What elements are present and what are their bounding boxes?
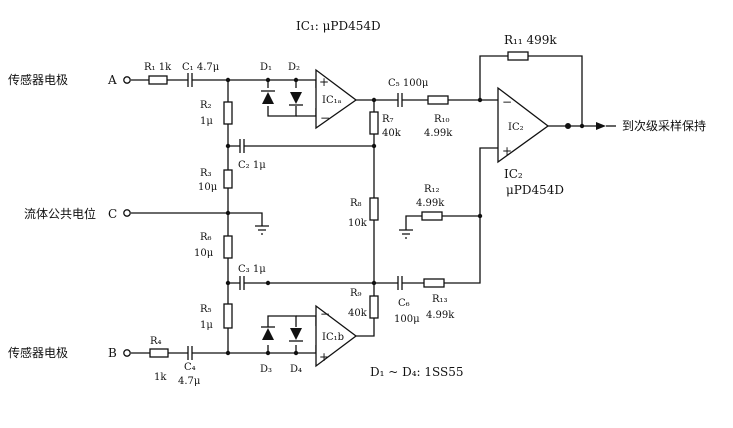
c6-label: C₆ bbox=[398, 298, 410, 309]
diode-d1 bbox=[261, 90, 275, 104]
r6-label: R₆ bbox=[200, 232, 212, 243]
capacitor-c4 bbox=[187, 346, 193, 360]
capacitor-c6 bbox=[397, 276, 403, 290]
capacitor-c1 bbox=[187, 73, 193, 87]
r8-label: R₈ bbox=[350, 198, 362, 209]
r9-label: R₉ bbox=[350, 288, 362, 299]
sensor-a-label: 传感器电极 bbox=[8, 72, 68, 87]
d4-label: D₄ bbox=[290, 364, 302, 375]
resistor-r8 bbox=[369, 197, 379, 221]
sensor-a-tag: A bbox=[107, 73, 117, 87]
r8-value: 10k bbox=[348, 218, 368, 229]
r9-value: 40k bbox=[348, 308, 368, 319]
resistor-r11 bbox=[507, 51, 529, 61]
resistor-r2 bbox=[223, 101, 233, 125]
ground-symbol-r12 bbox=[399, 229, 413, 239]
r13-value: 4.99k bbox=[426, 310, 455, 321]
diode-note: D₁ ~ D₄: 1SS55 bbox=[370, 365, 464, 379]
d3-label: D₃ bbox=[260, 364, 272, 375]
resistor-r13 bbox=[423, 278, 445, 288]
r2-value: 1μ bbox=[200, 116, 213, 127]
capacitor-c5 bbox=[397, 93, 403, 107]
diode-d4 bbox=[289, 328, 303, 342]
c6-value: 100μ bbox=[394, 314, 420, 325]
ic2-note-part: μPD454D bbox=[506, 183, 564, 197]
ic2-plus-sign: + bbox=[502, 144, 512, 158]
r12-label: R₁₂ bbox=[424, 184, 440, 195]
sensor-b-label: 传感器电极 bbox=[8, 345, 68, 360]
output-label: 到次级采样保持 bbox=[622, 118, 706, 133]
ic2-note-name: IC₂ bbox=[504, 167, 523, 181]
sensor-b-tag: B bbox=[108, 346, 117, 360]
junctions bbox=[225, 77, 585, 356]
r3-value: 10μ bbox=[198, 182, 218, 193]
r7-label: R₇ bbox=[382, 114, 394, 125]
d2-label: D₂ bbox=[288, 62, 300, 73]
ic1b-label: IC₁b bbox=[322, 332, 344, 343]
resistor-r6 bbox=[223, 235, 233, 259]
c5-label: C₅ 100μ bbox=[388, 78, 429, 89]
c4-label: C₄ bbox=[184, 362, 196, 373]
opamp-ic1a: + − bbox=[315, 68, 358, 130]
resistor-r4 bbox=[149, 348, 169, 358]
resistor-r7 bbox=[369, 111, 379, 135]
r10-value: 4.99k bbox=[424, 128, 453, 139]
r3-label: R₃ bbox=[200, 168, 212, 179]
r5-label: R₅ bbox=[200, 304, 212, 315]
r7-value: 40k bbox=[382, 128, 402, 139]
terminal-b bbox=[123, 349, 131, 357]
ic1a-label: IC₁ₐ bbox=[322, 95, 342, 106]
ic1a-minus-sign: − bbox=[320, 111, 330, 125]
c4-value: 4.7μ bbox=[178, 376, 201, 387]
resistor-r5 bbox=[223, 303, 233, 329]
diode-d2 bbox=[289, 92, 303, 106]
r5-value: 1μ bbox=[200, 320, 213, 331]
opamp-ic1b: − + bbox=[315, 304, 358, 368]
ic2-label: IC₂ bbox=[508, 122, 524, 133]
r13-label: R₁₃ bbox=[432, 294, 448, 305]
diode-d3 bbox=[261, 326, 275, 340]
resistor-r10 bbox=[427, 95, 449, 105]
r11-label: R₁₁ 499k bbox=[504, 33, 557, 47]
capacitor-c3 bbox=[239, 276, 245, 290]
ic1a-plus-sign: + bbox=[319, 75, 329, 89]
resistor-r3 bbox=[223, 169, 233, 189]
resistor-r1 bbox=[148, 75, 168, 85]
common-label: 流体公共电位 bbox=[24, 206, 96, 221]
c2-label: C₂ 1μ bbox=[238, 160, 266, 171]
ic1b-plus-sign: + bbox=[319, 350, 329, 364]
r12-value: 4.99k bbox=[416, 198, 445, 209]
c1-label: C₁ 4.7μ bbox=[182, 62, 220, 73]
r6-value: 10μ bbox=[194, 248, 214, 259]
output-node bbox=[565, 123, 571, 129]
resistor-r9 bbox=[369, 295, 379, 319]
ic1-note: IC₁: μPD454D bbox=[296, 19, 381, 33]
ground-symbol-c bbox=[255, 225, 269, 235]
capacitor-c2 bbox=[239, 139, 245, 153]
r10-label: R₁₀ bbox=[434, 114, 450, 125]
r2-label: R₂ bbox=[200, 100, 212, 111]
output-arrow-icon bbox=[596, 122, 606, 130]
terminal-a bbox=[123, 76, 131, 84]
c3-label: C₃ 1μ bbox=[238, 264, 266, 275]
r4-label: R₄ bbox=[150, 336, 162, 347]
r1-label: R₁ 1k bbox=[144, 62, 172, 73]
r4-value: 1k bbox=[154, 372, 167, 383]
ic2-minus-sign: − bbox=[502, 95, 512, 109]
common-tag: C bbox=[108, 207, 117, 221]
ic1b-minus-sign: − bbox=[320, 307, 330, 321]
terminal-c bbox=[123, 209, 131, 217]
opamp-ic2: − + bbox=[497, 86, 550, 164]
resistor-r12 bbox=[421, 211, 443, 221]
d1-label: D₁ bbox=[260, 62, 272, 73]
